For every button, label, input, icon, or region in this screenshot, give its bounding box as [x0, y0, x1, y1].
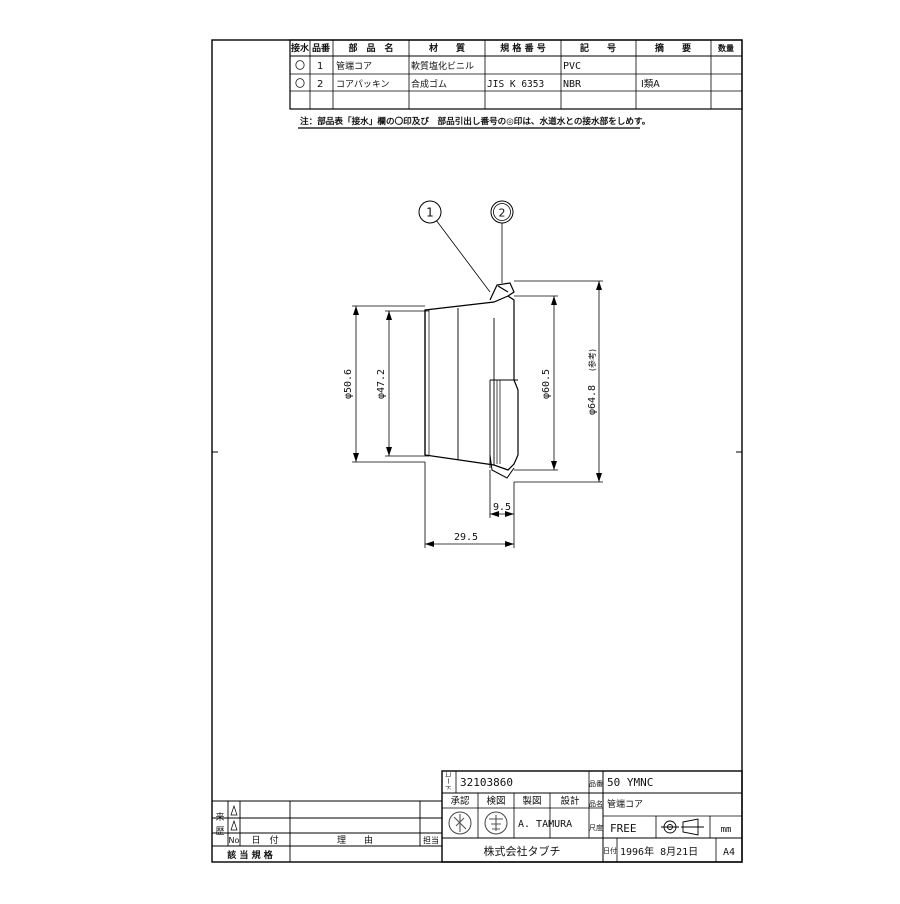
row2-name: コアパッキン [336, 79, 390, 90]
revision-block [212, 800, 442, 862]
row2-symbol: NBR [563, 79, 582, 90]
header-material: 材 質 [428, 42, 465, 54]
revision-col-reason: 理 由 [337, 834, 373, 846]
row1-symbol: PVC [563, 61, 581, 72]
check-label: 検図 [486, 795, 505, 807]
applicable-standard-label: 該 当 規 格 [227, 849, 273, 861]
dim-d50-6: φ50.6 [343, 369, 354, 399]
dimension-arrows [353, 281, 602, 547]
projection-symbol-icon [661, 818, 704, 836]
part-drawing [424, 282, 519, 479]
header-contact: 接水 [291, 42, 310, 54]
revision-col-person: 担当 [423, 835, 439, 845]
dim-ref-label: (参考) [587, 349, 597, 371]
row2-standard: JIS K 6353 [487, 79, 544, 90]
approval-stamps [448, 811, 508, 835]
date-label: 日付 [603, 846, 617, 855]
code-label: コード [444, 771, 452, 791]
revision-col-date: 日 付 [251, 835, 278, 846]
designer-name: A. TAMURA [518, 819, 572, 830]
title-block [441, 770, 743, 863]
dimension-lines [352, 219, 603, 548]
approve-label: 承認 [450, 795, 470, 807]
date-value: 1996年 8月21日 [620, 845, 698, 858]
row2-mark: 〇 [295, 78, 305, 90]
balloon-2: 2 [490, 200, 514, 224]
row1-material: 軟質塩化ビニル [411, 60, 474, 72]
scale-value: FREE [610, 822, 637, 835]
product-no-value: 50 YMNC [607, 776, 653, 789]
balloon-1: 1 [418, 200, 442, 224]
draw-label: 製図 [522, 795, 541, 807]
row1-no: 1 [317, 61, 323, 72]
product-name-label: 品名 [589, 799, 603, 808]
balloon-2-label: 2 [499, 207, 506, 220]
product-no-label: 品番 [589, 780, 603, 788]
header-standard: 規 格 番 号 [500, 42, 545, 54]
note-text: 注：部品表「接水」欄の〇印及び 部品引出し番号の◎印は、水道水との接水部をしめす… [300, 115, 650, 127]
scale-label: 尺度 [589, 823, 603, 832]
header-part-name: 部 品 名 [348, 42, 393, 54]
header-part-no: 品番 [312, 42, 331, 54]
header-qty: 数量 [718, 43, 734, 53]
design-label: 設計 [560, 795, 580, 807]
row1-mark: 〇 [295, 60, 305, 72]
dim-len-29-5: 29.5 [454, 532, 478, 543]
company-name: 株式会社タブチ [484, 844, 561, 858]
code-value: 32103860 [460, 776, 513, 789]
sheet-border [211, 39, 743, 863]
balloon-1-label: 1 [426, 206, 434, 220]
product-name-value: 管端コア [607, 798, 643, 810]
dim-d47-2: φ47.2 [376, 369, 387, 399]
header-remark: 摘 要 [655, 42, 691, 54]
header-symbol: 記 号 [580, 42, 616, 54]
dim-d64-8: φ64.8 [587, 385, 598, 415]
revision-col-no: No [229, 836, 240, 845]
row2-no: 2 [317, 79, 323, 90]
row2-remark: I類A [641, 79, 660, 90]
revision-side-label-1: 来 [215, 812, 224, 823]
paper-size: A4 [723, 847, 735, 858]
revision-side-label-2: 歴 [215, 826, 224, 837]
row2-material: 合成ゴム [411, 78, 447, 90]
row1-name: 管端コア [336, 60, 372, 72]
dim-len-9-5: 9.5 [493, 502, 511, 513]
unit-value: mm [721, 825, 732, 835]
parts-table [289, 39, 743, 110]
dim-d60-5: φ60.5 [541, 369, 552, 399]
